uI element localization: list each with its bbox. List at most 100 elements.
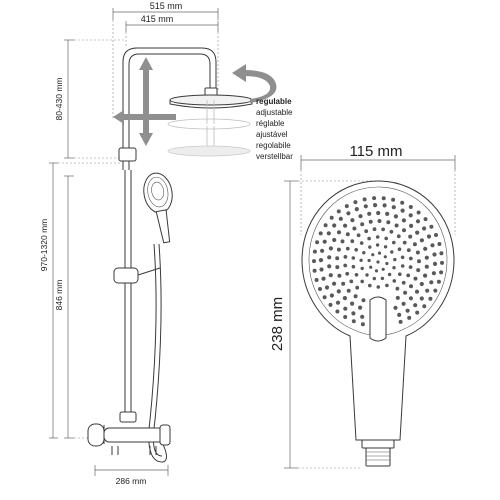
spray-hole bbox=[391, 205, 396, 210]
spray-hole bbox=[423, 246, 428, 251]
spray-hole bbox=[415, 230, 420, 235]
spray-hole bbox=[439, 251, 444, 256]
spray-hole bbox=[405, 308, 410, 313]
spray-hole bbox=[391, 197, 396, 202]
spray-hole bbox=[398, 272, 402, 277]
spray-hole bbox=[351, 319, 356, 324]
spray-hole bbox=[428, 296, 433, 301]
spray-hole bbox=[345, 246, 350, 251]
spray-hole bbox=[367, 258, 371, 263]
spray-hole bbox=[343, 255, 348, 259]
spray-hole bbox=[402, 240, 407, 245]
spray-hole bbox=[436, 279, 441, 284]
head-shower bbox=[169, 87, 253, 109]
spray-hole bbox=[383, 255, 387, 259]
spray-hole bbox=[422, 304, 427, 309]
spray-hole bbox=[423, 217, 428, 222]
spray-hole bbox=[392, 240, 396, 245]
spray-hole bbox=[412, 242, 417, 247]
spray-hole bbox=[345, 271, 350, 276]
hand-shower-holder bbox=[113, 267, 139, 284]
spray-hole bbox=[359, 258, 363, 262]
spray-hole bbox=[354, 248, 359, 252]
spray-hole bbox=[335, 309, 340, 314]
spray-hole bbox=[326, 231, 331, 236]
spray-hole bbox=[332, 281, 337, 286]
spray-hole bbox=[395, 286, 400, 291]
spray-hole bbox=[336, 230, 342, 235]
spray-hole bbox=[392, 279, 397, 283]
spray-hole bbox=[319, 267, 324, 272]
spray-hole bbox=[381, 196, 386, 201]
spray-hole bbox=[394, 223, 399, 228]
spray-hole bbox=[336, 289, 341, 294]
spray-hole bbox=[393, 257, 397, 262]
spray-hole bbox=[381, 267, 385, 271]
adjustable-label-list: regulable adjustable réglable ajustável … bbox=[256, 97, 293, 161]
head-shower-adjust-ghosts bbox=[167, 100, 251, 157]
spray-hole bbox=[312, 268, 317, 273]
spray-hole bbox=[323, 223, 328, 228]
spray-hole bbox=[392, 266, 396, 270]
spray-hole bbox=[328, 302, 333, 307]
spray-hole bbox=[343, 263, 348, 268]
spray-hole bbox=[320, 248, 325, 253]
spray-hole bbox=[424, 255, 429, 260]
spray-hole bbox=[368, 219, 373, 224]
spray-hole bbox=[344, 204, 349, 209]
spray-hole bbox=[408, 234, 413, 239]
spray-hole bbox=[401, 218, 406, 223]
spray-hole bbox=[426, 234, 432, 239]
spray-hole bbox=[338, 216, 343, 221]
spray-hole bbox=[389, 229, 394, 234]
spray-hole bbox=[382, 203, 387, 208]
spray-hole bbox=[354, 273, 359, 277]
spray-hole bbox=[375, 235, 380, 239]
spray-hole bbox=[425, 288, 430, 293]
spray-hole bbox=[353, 200, 358, 205]
spray-hole bbox=[361, 298, 366, 303]
spray-hole bbox=[419, 281, 424, 287]
spray-hole bbox=[327, 264, 332, 269]
hand-width-label: 115 mm bbox=[349, 143, 402, 160]
spray-hole bbox=[397, 247, 402, 251]
spray-hole bbox=[385, 283, 389, 288]
spray-hole bbox=[360, 279, 365, 284]
spray-hole bbox=[384, 236, 389, 241]
spray-hole bbox=[337, 273, 342, 278]
spray-hole bbox=[415, 310, 420, 315]
spray-hole bbox=[329, 293, 334, 298]
spray-hole bbox=[335, 300, 341, 305]
spray-hole bbox=[362, 251, 366, 255]
spray-hole bbox=[356, 233, 361, 238]
spray-hole bbox=[383, 245, 388, 249]
spray-hole bbox=[352, 226, 357, 231]
spray-hole bbox=[342, 296, 347, 301]
spray-hole bbox=[315, 240, 320, 245]
spray-hole bbox=[395, 295, 400, 300]
spray-hole bbox=[318, 231, 323, 236]
spray-hole bbox=[440, 260, 444, 265]
spray-hole bbox=[377, 251, 382, 255]
spray-hole bbox=[387, 272, 392, 277]
spray-hole bbox=[312, 249, 317, 254]
spray-hole bbox=[373, 203, 378, 208]
spray-hole bbox=[345, 232, 350, 237]
adjustable-label-it: regolabile bbox=[256, 141, 291, 150]
spray-hole bbox=[413, 276, 418, 281]
spray-hole bbox=[346, 211, 351, 216]
spray-hole bbox=[406, 248, 411, 253]
height-bottom-label: 846 mm bbox=[54, 280, 64, 311]
spray-hole bbox=[351, 264, 356, 269]
spray-hole bbox=[359, 241, 364, 245]
spray-hole bbox=[360, 322, 365, 327]
left-dimension-lines bbox=[49, 39, 126, 439]
spray-hole bbox=[406, 273, 411, 278]
adjustable-label-es: regulable bbox=[256, 97, 292, 106]
spray-hole bbox=[363, 204, 368, 209]
spray-hole bbox=[408, 256, 413, 261]
spray-hole bbox=[374, 269, 379, 273]
rotation-arrow-icon bbox=[232, 64, 277, 103]
adjustable-label-de: verstellbar bbox=[256, 152, 293, 161]
spray-hole bbox=[381, 227, 385, 232]
